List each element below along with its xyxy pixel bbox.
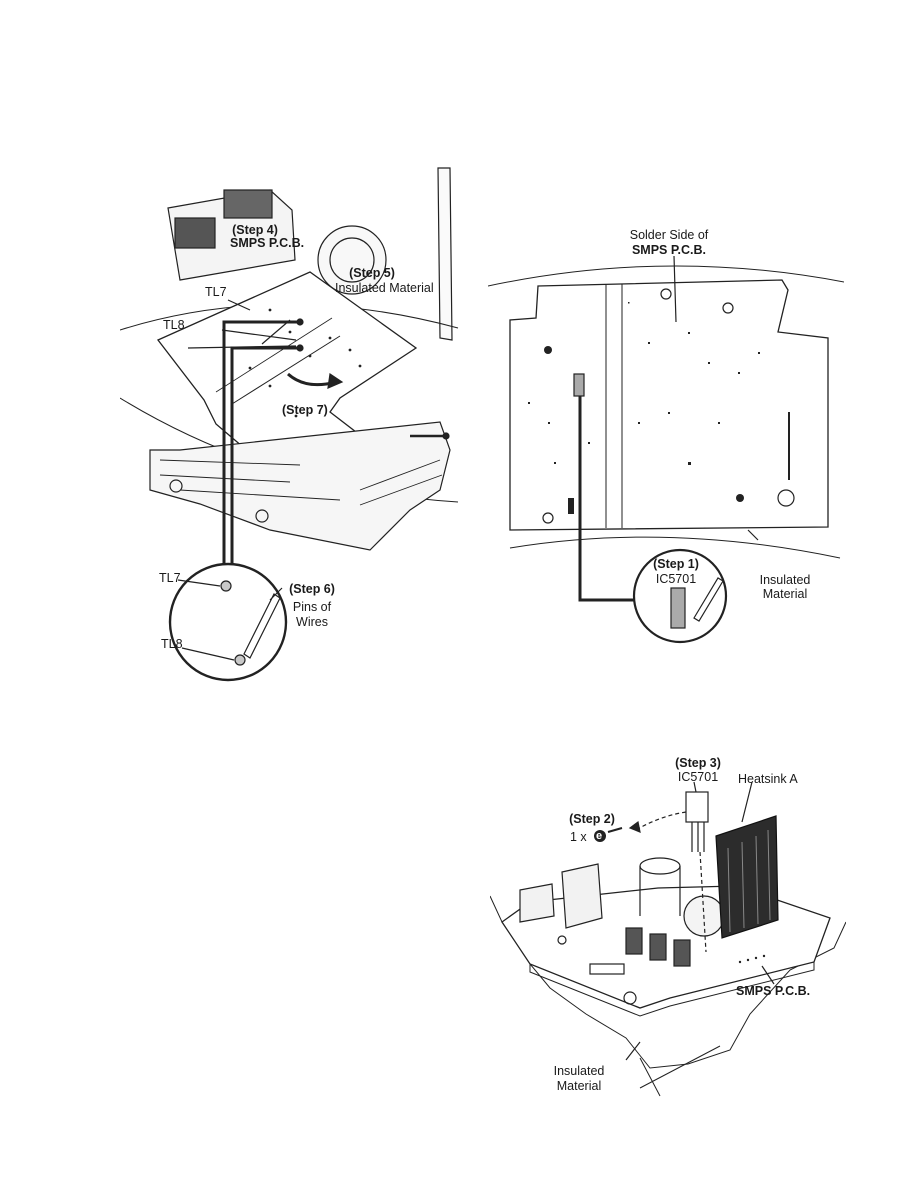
fig3-ic5701-label: IC5701 (677, 770, 719, 784)
smps-pcb-label: SMPS P.C.B. (230, 236, 305, 250)
wires-label: Wires (296, 615, 328, 629)
zoom-tl8-label: TL8 (161, 637, 183, 651)
screw-symbol-icon (594, 830, 606, 842)
fig3-step3-label: (Step 3) (675, 756, 721, 770)
figure-3-drawing (490, 781, 846, 1097)
fig2-smps-pcb-label: SMPS P.C.B. (631, 243, 707, 257)
fig3-smps-pcb-label: SMPS P.C.B. (736, 984, 811, 998)
figure-1-drawing (120, 167, 459, 682)
fig3-material-label: Material (556, 1079, 602, 1093)
figure-2-drawing (488, 255, 844, 644)
step5-label: (Step 5) (349, 266, 395, 280)
screw-symbol-label: e (596, 830, 603, 842)
fig3-step2-label: (Step 2) (569, 812, 615, 826)
figure-3-panel: (Step 3) IC5701 Heatsink A (Step 2) 1 x … (490, 752, 846, 1102)
fig3-insulated-label: Insulated (553, 1064, 605, 1078)
fig2-material-label: Material (762, 587, 808, 601)
figure-2-panel: Solder Side of SMPS P.C.B. (Step 1) IC57… (488, 222, 844, 652)
fig2-step1-label: (Step 1) (653, 557, 699, 571)
insulated-material-label: Insulated Material (335, 281, 434, 295)
tl7-label: TL7 (205, 285, 227, 299)
fig2-ic5701-label: IC5701 (655, 572, 697, 586)
step7-label: (Step 7) (282, 403, 328, 417)
tl8-label: TL8 (163, 318, 185, 332)
screw-count-label: 1 x (570, 830, 587, 844)
fig2-insulated-label: Insulated (759, 573, 811, 587)
heatsink-a-label: Heatsink A (738, 772, 798, 786)
figure-1-panel: (Step 4) SMPS P.C.B. (Step 5) Insulated … (120, 160, 460, 685)
solder-side-label: Solder Side of (629, 228, 709, 242)
step6-label: (Step 6) (289, 582, 335, 596)
zoom-tl7-label: TL7 (159, 571, 181, 585)
step4-label: (Step 4) (232, 223, 278, 237)
pins-of-label: Pins of (292, 600, 332, 614)
